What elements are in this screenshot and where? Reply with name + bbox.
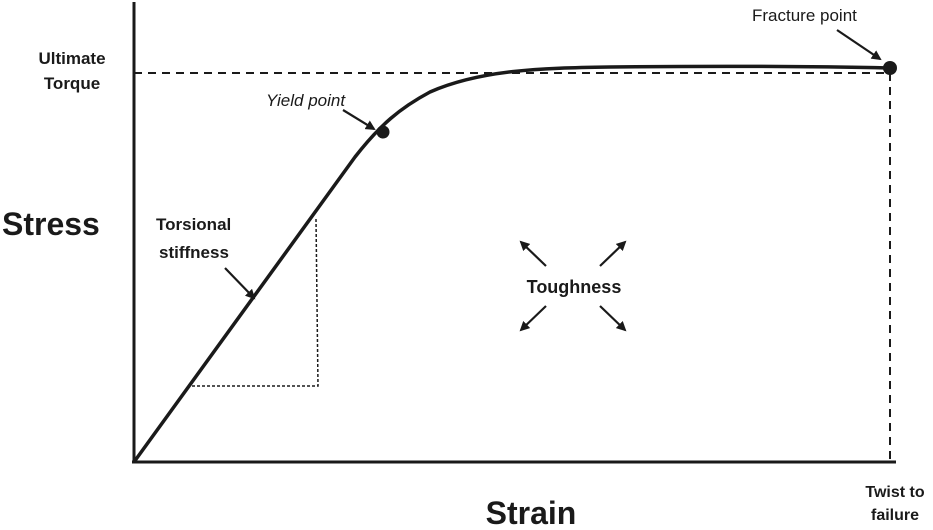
fracture-point-label: Fracture point — [752, 6, 857, 25]
toughness-arrow-down-left — [519, 305, 547, 332]
toughness-arrow-down-right — [599, 305, 627, 332]
torsional-stiffness-label-line2: stiffness — [159, 243, 229, 262]
toughness-arrow-up-left — [519, 240, 547, 267]
yield-point-arrow — [342, 109, 376, 131]
stress-strain-curve — [132, 64, 891, 464]
yield-point-marker — [376, 125, 390, 139]
yield-point-label: Yield point — [266, 91, 346, 110]
torsional-stiffness-label-line1: Torsional — [156, 215, 231, 234]
ultimate-torque-label-line2: Torque — [44, 74, 100, 93]
torsional-stiffness-arrow — [224, 267, 256, 300]
fracture-point-marker — [883, 61, 897, 75]
stiffness-slope-triangle — [190, 218, 319, 387]
ultimate-torque-label-line1: Ultimate — [38, 49, 105, 68]
x-axis-label: Strain — [486, 495, 577, 530]
y-axis-label: Stress — [2, 206, 100, 242]
toughness-arrow-up-right — [599, 240, 627, 267]
toughness-label: Toughness — [527, 277, 622, 297]
twist-to-failure-label-line1: Twist to — [865, 484, 924, 501]
fracture-point-arrow — [836, 29, 882, 61]
twist-to-failure-label-line2: failure — [871, 507, 919, 524]
